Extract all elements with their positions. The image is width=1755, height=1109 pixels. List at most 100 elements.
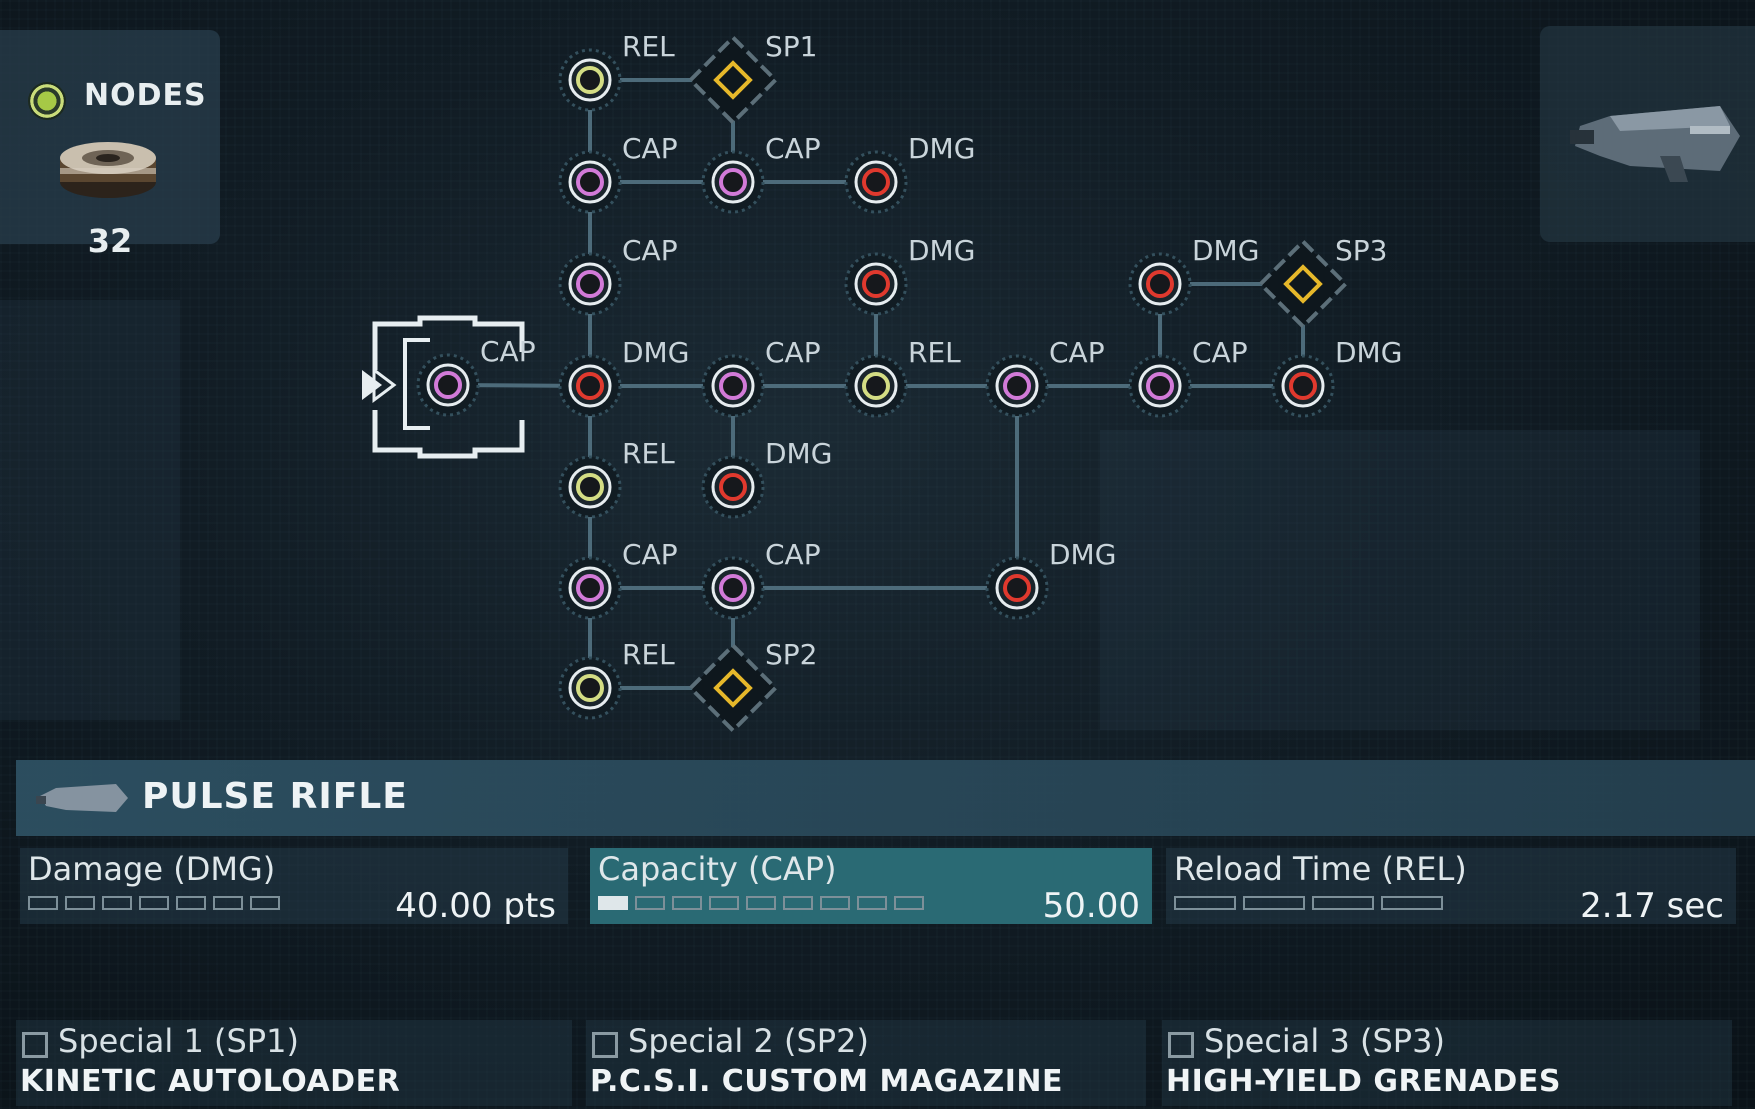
special-checkbox (1168, 1032, 1194, 1058)
stat-reload-time[interactable]: Reload Time (REL) 2.17 sec (1166, 848, 1736, 926)
tree-node-label: DMG (1049, 538, 1116, 571)
tree-node-label: DMG (622, 336, 689, 369)
special-1[interactable]: Special 1 (SP1) KINETIC AUTOLOADER (16, 1020, 572, 1106)
tree-node-special[interactable]: SP3 (1257, 234, 1388, 330)
pulse-rifle-small-icon (36, 784, 128, 812)
stat-pip (635, 896, 665, 910)
stat-label: Capacity (CAP) (598, 850, 837, 888)
tree-node-label: CAP (622, 132, 678, 165)
tree-node-cap[interactable]: CAP (701, 538, 821, 620)
stat-pip (28, 896, 58, 910)
special-checkbox (592, 1032, 618, 1058)
background-panel (1100, 430, 1700, 730)
stat-pip (598, 896, 628, 910)
tree-node-label: CAP (1192, 336, 1248, 369)
stat-value: 2.17 sec (1580, 886, 1724, 926)
weapon-header: PULSE RIFLE (16, 760, 1755, 836)
nodes-panel: NODES 32 (0, 30, 220, 260)
tree-node-cap[interactable]: CAP (985, 336, 1105, 418)
tree-node-label: CAP (480, 335, 536, 368)
tree-node-cap[interactable]: CAP (701, 132, 821, 214)
tree-node-cap[interactable]: CAP (558, 132, 678, 214)
special-name: HIGH-YIELD GRENADES (1166, 1064, 1561, 1099)
tree-node-cap[interactable]: CAP (416, 335, 536, 417)
tree-node-rel[interactable]: REL (558, 638, 675, 720)
stat-pip (783, 896, 813, 910)
nodes-title: NODES (84, 78, 207, 113)
tree-node-label: CAP (622, 538, 678, 571)
stat-pip (1174, 896, 1236, 910)
tree-node-cap[interactable]: CAP (1128, 336, 1248, 418)
stat-pip (857, 896, 887, 910)
stat-pip (1243, 896, 1305, 910)
stat-pip (820, 896, 850, 910)
tree-node-cap[interactable]: CAP (558, 538, 678, 620)
tree-node-special[interactable]: SP1 (687, 30, 818, 126)
tree-node-label: CAP (622, 234, 678, 267)
tree-node-dmg[interactable]: DMG (985, 538, 1116, 620)
tree-node-cap[interactable]: CAP (701, 336, 821, 418)
tree-node-rel[interactable]: REL (558, 437, 675, 519)
special-2[interactable]: Special 2 (SP2) P.C.S.I. CUSTOM MAGAZINE (586, 1020, 1146, 1106)
stat-damage[interactable]: Damage (DMG) 40.00 pts (20, 848, 568, 926)
stat-pip (139, 896, 169, 910)
tree-node-label: SP1 (765, 30, 817, 63)
pulse-rifle-icon (1570, 106, 1740, 182)
tree-node-dmg[interactable]: DMG (844, 234, 975, 316)
stat-pip (102, 896, 132, 910)
tree-node-dmg[interactable]: DMG (701, 437, 832, 519)
tree-node-label: CAP (1049, 336, 1105, 369)
stat-capacity[interactable]: Capacity (CAP) 50.00 (590, 848, 1152, 926)
stat-pips (28, 896, 280, 910)
special-title: Special 2 (SP2) (628, 1022, 869, 1060)
power-node-item-icon (60, 142, 156, 198)
power-node-icon (28, 82, 66, 120)
start-node-frame (362, 315, 525, 459)
weapon-preview (1540, 26, 1755, 242)
tree-node-label: REL (622, 638, 675, 671)
special-title: Special 3 (SP3) (1204, 1022, 1445, 1060)
tree-node-label: CAP (765, 538, 821, 571)
tree-node-dmg[interactable]: DMG (558, 336, 689, 418)
stat-label: Reload Time (REL) (1174, 850, 1467, 888)
stat-pips (598, 896, 924, 910)
nodes-count: 32 (87, 222, 133, 260)
tree-node-label: SP2 (765, 638, 817, 671)
stat-pip (65, 896, 95, 910)
special-name: KINETIC AUTOLOADER (20, 1064, 401, 1099)
tree-node-label: DMG (1192, 234, 1259, 267)
stat-value: 40.00 pts (395, 886, 556, 926)
tree-node-rel[interactable]: REL (558, 30, 675, 112)
weapon-name: PULSE RIFLE (142, 776, 408, 817)
special-3[interactable]: Special 3 (SP3) HIGH-YIELD GRENADES (1162, 1020, 1732, 1106)
tree-node-label: REL (622, 437, 675, 470)
tree-node-label: REL (908, 336, 961, 369)
stat-pips (1174, 896, 1443, 910)
tree-node-dmg[interactable]: DMG (844, 132, 975, 214)
stat-pip (894, 896, 924, 910)
tree-node-cap[interactable]: CAP (558, 234, 678, 316)
special-checkbox (22, 1032, 48, 1058)
tree-node-special[interactable]: SP2 (687, 638, 818, 734)
tree-node-label: CAP (765, 336, 821, 369)
stat-pip (1381, 896, 1443, 910)
tree-node-rel[interactable]: REL (844, 336, 961, 418)
tree-node-label: DMG (908, 132, 975, 165)
tree-node-label: DMG (1335, 336, 1402, 369)
tree-node-label: SP3 (1335, 234, 1387, 267)
tree-node-label: REL (622, 30, 675, 63)
stat-label: Damage (DMG) (28, 850, 276, 888)
tree-node-dmg[interactable]: DMG (1128, 234, 1259, 316)
special-name: P.C.S.I. CUSTOM MAGAZINE (590, 1064, 1063, 1099)
stat-pip (746, 896, 776, 910)
tree-node-dmg[interactable]: DMG (1271, 336, 1402, 418)
background-panel (0, 300, 180, 720)
stat-pip (213, 896, 243, 910)
stat-pip (672, 896, 702, 910)
stat-value: 50.00 (1042, 886, 1140, 926)
stat-pip (176, 896, 206, 910)
tree-node-label: DMG (908, 234, 975, 267)
special-title: Special 1 (SP1) (58, 1022, 299, 1060)
